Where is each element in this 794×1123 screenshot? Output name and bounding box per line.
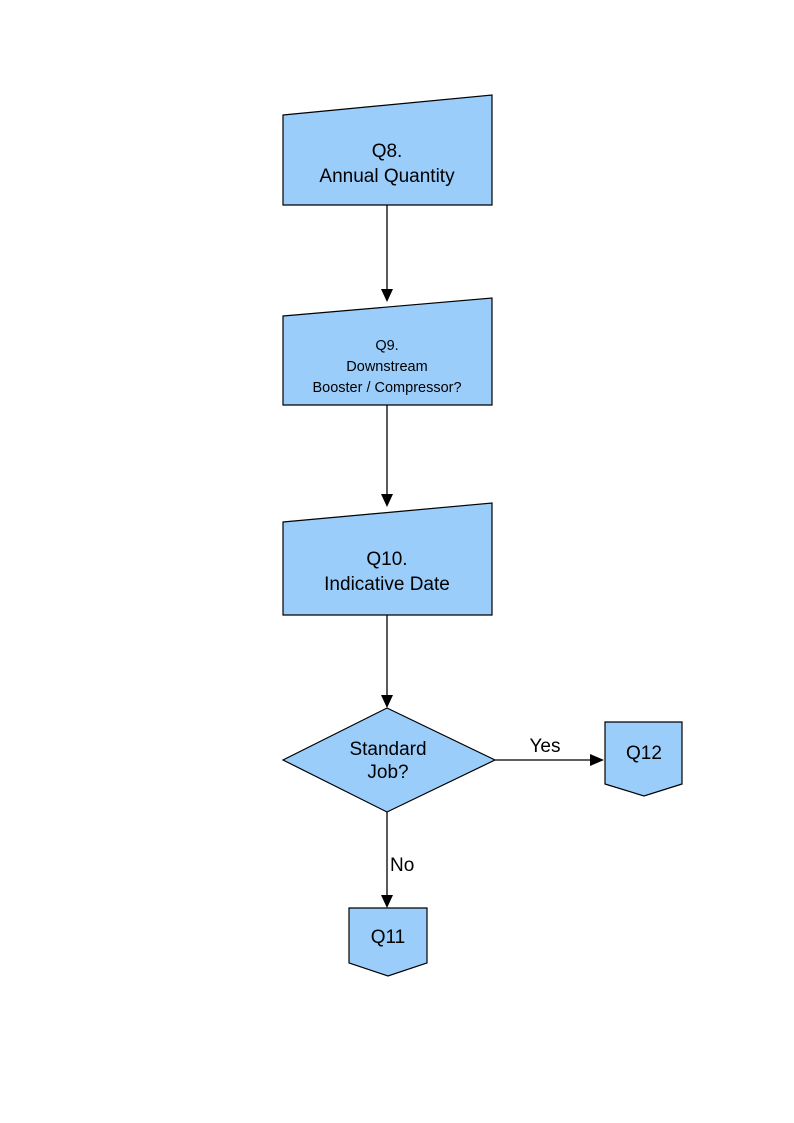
node-q12-shape[interactable] — [604, 721, 683, 797]
edge-decision-to-q11: No — [381, 812, 414, 908]
node-q11[interactable]: Q11 — [348, 907, 428, 977]
edge-q8-to-q9 — [381, 205, 393, 302]
node-q10-line-2: Indicative Date — [324, 574, 450, 595]
node-q8-shape[interactable] — [282, 94, 493, 206]
node-q9[interactable]: Q9. Downstream Booster / Compressor? — [282, 297, 493, 406]
edge-label-yes: Yes — [530, 736, 561, 757]
node-q11-shape[interactable] — [348, 907, 428, 977]
node-q12-label: Q12 — [626, 743, 662, 764]
node-q10-shape[interactable] — [282, 502, 493, 616]
node-decision-standard-job[interactable]: Standard Job? — [281, 707, 497, 813]
node-q9-shape[interactable] — [282, 297, 493, 406]
node-q12[interactable]: Q12 — [604, 721, 683, 797]
edge-q9-to-q10-arrowhead — [381, 494, 393, 507]
node-decision-line-2: Job? — [367, 762, 408, 783]
edge-q8-to-q9-arrowhead — [381, 289, 393, 302]
node-q8-line-2: Annual Quantity — [319, 166, 455, 187]
node-q9-line-2: Downstream — [346, 359, 427, 375]
node-q8[interactable]: Q8. Annual Quantity — [282, 94, 493, 206]
edge-decision-to-q12-arrowhead — [590, 754, 604, 766]
node-q8-line-1: Q8. — [372, 141, 403, 162]
edge-label-no: No — [390, 855, 414, 876]
edge-decision-to-q11-arrowhead — [381, 895, 393, 908]
node-q9-line-1: Q9. — [375, 338, 398, 354]
node-q10[interactable]: Q10. Indicative Date — [282, 502, 493, 616]
node-q10-line-1: Q10. — [366, 549, 407, 570]
edge-q10-to-decision-arrowhead — [381, 695, 393, 708]
edge-decision-to-q12: Yes — [495, 736, 604, 766]
edge-q9-to-q10 — [381, 405, 393, 507]
node-decision-line-1: Standard — [349, 739, 426, 760]
node-q9-line-3: Booster / Compressor? — [312, 380, 461, 396]
edge-q10-to-decision — [381, 615, 393, 708]
node-q11-label: Q11 — [371, 927, 406, 948]
